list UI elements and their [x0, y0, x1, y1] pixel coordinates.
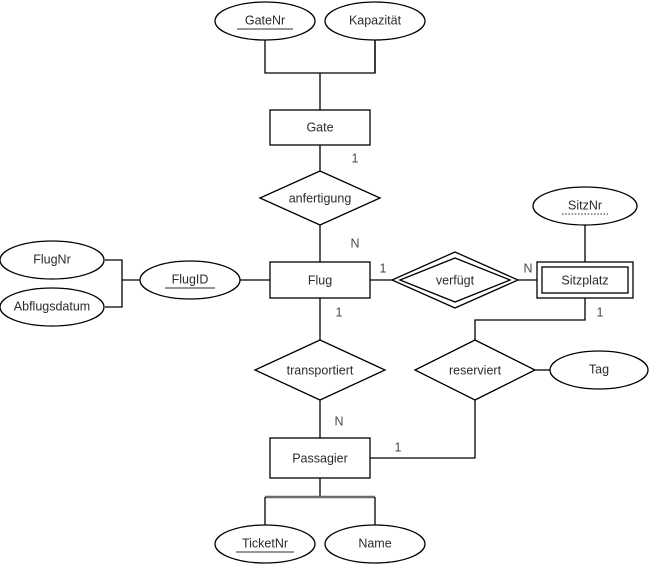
- attribute-name-label: Name: [358, 536, 391, 550]
- attribute-gatenr-label: GateNr: [245, 13, 285, 27]
- entity-passagier-label: Passagier: [292, 451, 348, 465]
- relationship-transportiert-diamond[interactable]: [253, 339, 387, 401]
- entity-sitzplatz-box-inner: [541, 266, 629, 294]
- entity-sitzplatz-label: Sitzplatz: [561, 273, 608, 287]
- attribute-flugid-ellipse[interactable]: [139, 260, 241, 300]
- attribute-abflugsdatum[interactable]: Abflugsdatum: [0, 287, 105, 327]
- entity-passagier-box[interactable]: [269, 437, 371, 479]
- attribute-flugid-label: FlugID: [172, 272, 209, 286]
- relationship-verfuegt[interactable]: verfügt: [390, 251, 520, 309]
- entity-flug-label: Flug: [308, 273, 332, 287]
- attribute-tag[interactable]: Tag: [549, 350, 649, 390]
- connector-sitzplatz-reserviert[interactable]: [474, 298, 586, 340]
- relationship-reserviert-label: reserviert: [449, 363, 502, 377]
- attribute-abflugsdatum-ellipse[interactable]: [0, 287, 105, 327]
- cardinality-verfuegt-sitzplatz: N: [523, 261, 532, 275]
- attribute-ticketnr[interactable]: TicketNr: [214, 524, 316, 564]
- relationship-verfuegt-diamond-outer[interactable]: [390, 251, 520, 309]
- cardinality-flug-verfuegt: 1: [380, 261, 387, 275]
- relationship-anfertigung[interactable]: anfertigung: [258, 170, 382, 226]
- attribute-kapazitaet[interactable]: Kapazität: [324, 1, 426, 41]
- entity-gate[interactable]: Gate: [269, 109, 371, 146]
- relationship-anfertigung-diamond[interactable]: [258, 170, 382, 226]
- attribute-sitznr[interactable]: SitzNr: [532, 186, 638, 226]
- entity-flug[interactable]: Flug: [269, 261, 371, 299]
- entity-gate-box[interactable]: [269, 109, 371, 146]
- entity-sitzplatz[interactable]: Sitzplatz: [536, 261, 634, 299]
- connector-gatenr-to-gate[interactable]: [264, 40, 376, 74]
- relationship-verfuegt-diamond-inner: [398, 257, 512, 303]
- attribute-flugnr-ellipse[interactable]: [0, 240, 105, 280]
- attribute-flugnr-label: FlugNr: [33, 252, 71, 266]
- attribute-name-ellipse[interactable]: [324, 524, 426, 564]
- attribute-kapazitaet-label: Kapazität: [349, 13, 402, 27]
- cardinality-passagier-reserviert: 1: [395, 440, 402, 454]
- connector-reserviert-passagier[interactable]: [370, 400, 476, 459]
- attribute-tag-ellipse[interactable]: [549, 350, 649, 390]
- entity-passagier[interactable]: Passagier: [269, 437, 371, 479]
- attribute-kapazitaet-ellipse[interactable]: [324, 1, 426, 41]
- attribute-gatenr[interactable]: GateNr: [214, 1, 316, 41]
- cardinality-flug-transportiert: 1: [336, 305, 343, 319]
- entity-sitzplatz-box-outer[interactable]: [536, 261, 634, 299]
- relationship-reserviert-diamond[interactable]: [413, 339, 537, 401]
- entity-gate-label: Gate: [306, 120, 333, 134]
- attribute-ticketnr-label: TicketNr: [242, 536, 288, 550]
- attribute-flugnr[interactable]: FlugNr: [0, 240, 105, 280]
- cardinality-sitzplatz-reserviert: 1: [597, 305, 604, 319]
- attribute-abflugsdatum-label: Abflugsdatum: [14, 299, 90, 313]
- attribute-sitznr-ellipse[interactable]: [532, 186, 638, 226]
- relationship-transportiert[interactable]: transportiert: [253, 339, 387, 401]
- relationship-reserviert[interactable]: reserviert: [413, 339, 537, 401]
- cardinality-transportiert-passagier: N: [334, 414, 343, 428]
- relationship-anfertigung-label: anfertigung: [289, 191, 352, 205]
- connector-layer: [105, 40, 586, 525]
- attribute-flugid[interactable]: FlugID: [139, 260, 241, 300]
- attribute-tag-label: Tag: [589, 362, 609, 376]
- attribute-sitznr-label: SitzNr: [568, 198, 602, 212]
- relationship-transportiert-label: transportiert: [287, 363, 354, 377]
- cardinality-gate-anfertigung: 1: [352, 151, 359, 165]
- cardinality-anfertigung-flug: N: [350, 236, 359, 250]
- attribute-gatenr-ellipse[interactable]: [214, 1, 316, 41]
- relationship-verfuegt-label: verfügt: [436, 273, 475, 287]
- entity-flug-box[interactable]: [269, 261, 371, 299]
- attribute-name[interactable]: Name: [324, 524, 426, 564]
- connector-flugnr-bracket[interactable]: [105, 259, 123, 308]
- attribute-ticketnr-ellipse[interactable]: [214, 524, 316, 564]
